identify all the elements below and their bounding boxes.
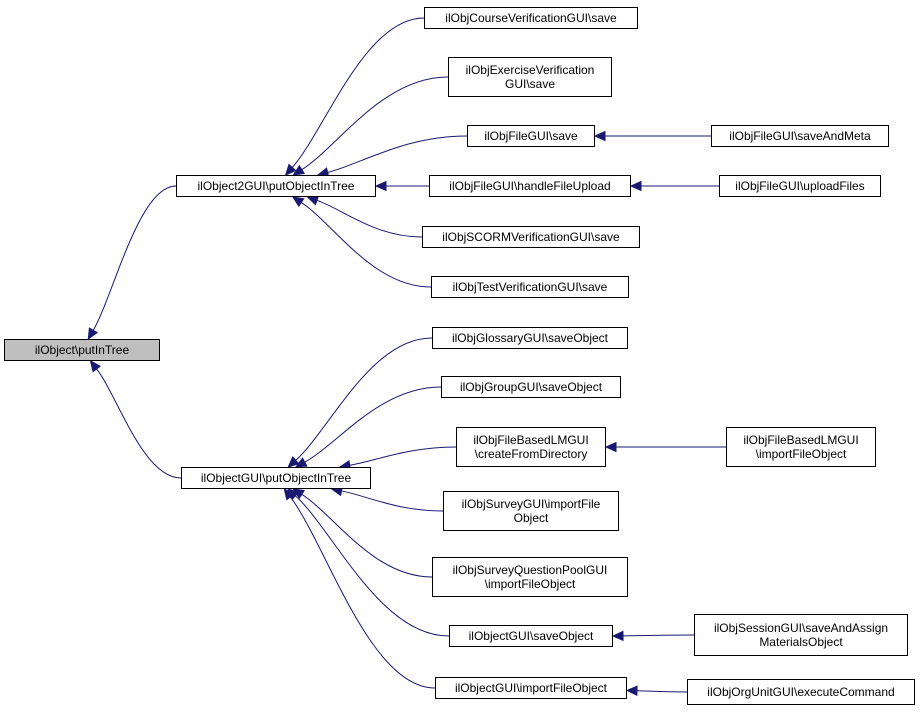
node-label-line-2: MaterialsObject bbox=[759, 635, 843, 649]
node-label: ilObject\putInTree bbox=[34, 343, 130, 357]
edge-orgunit-to-objimport bbox=[636, 690, 688, 693]
edge-session-to-objsave bbox=[622, 634, 695, 637]
arrowhead-orgunit-to-objimport bbox=[625, 685, 638, 697]
node-label: ilObjFileGUI\saveAndMeta bbox=[729, 129, 871, 143]
arrowhead-objimport-to-objgui bbox=[283, 488, 295, 501]
node-label: ilObjOrgUnitGUI\executeCommand bbox=[707, 685, 895, 699]
node-session-save-and-assign[interactable]: ilObjSessionGUI\saveAndAssign MaterialsO… bbox=[694, 614, 908, 656]
arrowhead-uploadfiles-to-handleupload bbox=[629, 180, 642, 192]
edge-obj2gui-to-root bbox=[92, 185, 177, 331]
node-ilobject2gui-putobjectintree[interactable]: ilObject2GUI\putObjectInTree bbox=[176, 175, 376, 197]
node-group-save-object[interactable]: ilObjGroupGUI\saveObject bbox=[441, 376, 621, 398]
node-label: ilObjTestVerificationGUI\save bbox=[452, 280, 608, 294]
node-file-upload-files[interactable]: ilObjFileGUI\uploadFiles bbox=[719, 175, 881, 197]
node-ilobjectgui-putobjectintree[interactable]: ilObjectGUI\putObjectInTree bbox=[181, 467, 371, 489]
node-label: ilObjFileGUI\save bbox=[484, 129, 578, 143]
arrowhead-scorm-to-obj2gui bbox=[306, 195, 320, 206]
node-label: ilObjectGUI\saveObject bbox=[468, 629, 594, 643]
arrowhead-objgui-to-root bbox=[89, 360, 102, 373]
arrowhead-group-to-objgui bbox=[294, 457, 308, 468]
node-label: ilObjFileGUI\uploadFiles bbox=[735, 179, 865, 193]
edge-objgui-to-root bbox=[96, 368, 182, 479]
node-scorm-verification-save[interactable]: ilObjSCORMVerificationGUI\save bbox=[422, 226, 640, 248]
node-filebasedlm-import-file-object[interactable]: ilObjFileBasedLMGUI \importFileObject bbox=[726, 427, 876, 467]
edge-course-to-obj2gui bbox=[291, 17, 425, 168]
node-label-line-1: ilObjFileBasedLMGUI bbox=[743, 433, 859, 447]
node-label-line-1: ilObjFileBasedLMGUI bbox=[473, 433, 589, 447]
node-label-line-2: \createFromDirectory bbox=[474, 447, 588, 461]
arrowhead-testver-to-obj2gui bbox=[291, 196, 305, 208]
node-survey-question-pool-import[interactable]: ilObjSurveyQuestionPoolGUI \importFileOb… bbox=[432, 557, 628, 597]
node-label: ilObjGlossaryGUI\saveObject bbox=[451, 331, 609, 345]
node-label-line-2: \importFileObject bbox=[484, 577, 576, 591]
node-label: ilObjGroupGUI\saveObject bbox=[459, 380, 603, 394]
arrowhead-saveandmeta-to-filesave bbox=[593, 130, 606, 142]
node-label: ilObjSCORMVerificationGUI\save bbox=[442, 230, 620, 244]
node-object-import-file-object[interactable]: ilObjectGUI\importFileObject bbox=[435, 677, 627, 699]
edge-survey-to-objgui bbox=[341, 490, 444, 512]
node-glossary-save-object[interactable]: ilObjGlossaryGUI\saveObject bbox=[432, 327, 628, 349]
edge-testver-to-obj2gui bbox=[300, 202, 432, 288]
node-file-save[interactable]: ilObjFileGUI\save bbox=[467, 125, 595, 147]
arrowhead-filebasedimport-to-filebasedlm bbox=[604, 441, 617, 453]
node-file-handle-upload[interactable]: ilObjFileGUI\handleFileUpload bbox=[429, 175, 631, 197]
edge-glossary-to-objgui bbox=[295, 337, 433, 461]
node-test-verification-save[interactable]: ilObjTestVerificationGUI\save bbox=[431, 276, 629, 298]
node-label: ilObjectGUI\importFileObject bbox=[454, 681, 608, 695]
node-label-line-2: \importFileObject bbox=[755, 447, 847, 461]
node-orgunit-execute-command[interactable]: ilObjOrgUnitGUI\executeCommand bbox=[687, 679, 915, 705]
node-exercise-verification-save[interactable]: ilObjExerciseVerification GUI\save bbox=[448, 57, 612, 97]
node-survey-import-file-object[interactable]: ilObjSurveyGUI\importFile Object bbox=[443, 491, 619, 531]
arrowhead-session-to-objsave bbox=[611, 630, 624, 642]
edge-objsave-to-objgui bbox=[295, 495, 450, 637]
node-course-verification-save[interactable]: ilObjCourseVerificationGUI\save bbox=[424, 7, 638, 29]
node-label-line-1: ilObjSessionGUI\saveAndAssign bbox=[713, 621, 889, 635]
edge-filesave-to-obj2gui bbox=[327, 135, 468, 173]
node-label-line-1: ilObjExerciseVerification bbox=[465, 63, 595, 77]
node-filebasedlm-create-from-directory[interactable]: ilObjFileBasedLMGUI \createFromDirectory bbox=[456, 427, 606, 467]
node-label: ilObjCourseVerificationGUI\save bbox=[445, 11, 617, 25]
arrowhead-course-to-obj2gui bbox=[284, 163, 297, 176]
node-file-save-and-meta[interactable]: ilObjFileGUI\saveAndMeta bbox=[711, 125, 889, 147]
node-label-line-1: ilObjSurveyGUI\importFile bbox=[461, 497, 601, 511]
node-label-line-2: GUI\save bbox=[504, 77, 555, 91]
node-label: ilObjFileGUI\handleFileUpload bbox=[449, 179, 611, 193]
edge-filebasedlm-to-objgui bbox=[349, 446, 457, 466]
node-label: ilObjectGUI\putObjectInTree bbox=[200, 471, 352, 485]
edge-group-to-objgui bbox=[304, 386, 442, 463]
node-ilobject-putintree[interactable]: ilObject\putInTree bbox=[4, 339, 160, 361]
arrowhead-exercise-to-obj2gui bbox=[292, 164, 306, 176]
edge-objimport-to-objgui bbox=[289, 496, 436, 689]
edge-exercise-to-obj2gui bbox=[301, 76, 449, 171]
arrowhead-obj2gui-to-root bbox=[87, 327, 99, 341]
arrowhead-handleupload-to-obj2gui bbox=[374, 180, 387, 192]
edge-surveyqp-to-objgui bbox=[301, 493, 433, 578]
node-label-line-2: Object bbox=[513, 511, 549, 525]
node-label-line-1: ilObjSurveyQuestionPoolGUI bbox=[452, 563, 608, 577]
edge-scorm-to-obj2gui bbox=[316, 199, 423, 238]
node-object-save-object[interactable]: ilObjectGUI\saveObject bbox=[449, 625, 613, 647]
node-label: ilObject2GUI\putObjectInTree bbox=[197, 179, 355, 193]
arrowhead-glossary-to-objgui bbox=[287, 456, 300, 468]
